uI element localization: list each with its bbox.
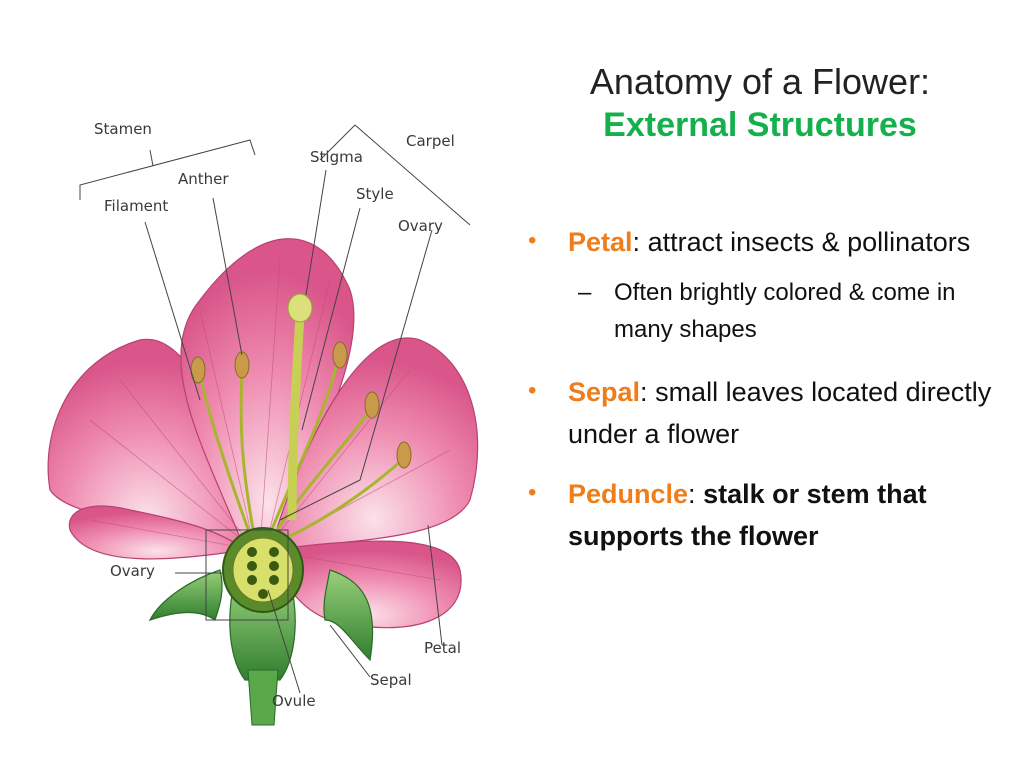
label-ovule: Ovule — [272, 692, 316, 710]
bullet-list: • Petal: attract insects & pollinators –… — [528, 222, 1008, 576]
sepals — [148, 569, 374, 681]
label-style: Style — [356, 185, 394, 203]
label-ovary-left: Ovary — [110, 562, 155, 580]
title-line-1: Anatomy of a Flower: — [589, 61, 931, 102]
title-line-2: External Structures — [603, 106, 917, 145]
anthers — [190, 341, 412, 469]
bullet-term: Sepal — [568, 377, 641, 408]
stamens — [198, 359, 404, 547]
bullet-text: attract insects & pollinators — [647, 227, 971, 257]
label-stigma: Stigma — [310, 148, 363, 166]
sub-bullet-text: Often brightly colored & come in many sh… — [614, 278, 956, 344]
bullet-dot: • — [528, 377, 537, 405]
sub-bullet-petal: – Often brightly colored & come in many … — [528, 274, 1008, 348]
bullet-dot: • — [528, 478, 537, 506]
leader-lines — [79, 124, 471, 694]
bullet-text: small leaves located directly under a fl… — [568, 377, 992, 450]
slide-title: Anatomy of a Flower: External Structures — [530, 60, 990, 147]
label-carpel: Carpel — [406, 132, 455, 150]
pistil — [287, 293, 313, 521]
label-ovary-top: Ovary — [398, 217, 443, 235]
flower-diagram: Stamen Anther Filament Stigma Style Carp… — [30, 100, 510, 730]
bullet-petal: • Petal: attract insects & pollinators — [528, 222, 1008, 264]
bullet-text: stalk or stem that supports the flower — [568, 478, 927, 551]
bullet-peduncle: • Peduncle: stalk or stem that supports … — [528, 474, 1008, 558]
bullet-term: Peduncle — [568, 478, 689, 509]
label-filament: Filament — [104, 197, 169, 215]
ovary — [222, 527, 304, 613]
label-petal: Petal — [424, 639, 461, 657]
sub-bullet-dash: – — [578, 278, 592, 306]
label-stamen: Stamen — [94, 120, 152, 138]
bullet-separator: : — [640, 377, 656, 408]
flower-illustration — [47, 124, 479, 726]
bullet-separator: : — [632, 227, 648, 257]
bullet-sepal: • Sepal: small leaves located directly u… — [528, 372, 1008, 456]
bullet-dot: • — [528, 227, 537, 254]
bullet-separator: : — [688, 478, 704, 509]
label-anther: Anther — [178, 170, 229, 188]
peduncle — [247, 669, 279, 726]
bullet-term: Petal — [568, 227, 633, 257]
label-sepal: Sepal — [370, 671, 412, 689]
